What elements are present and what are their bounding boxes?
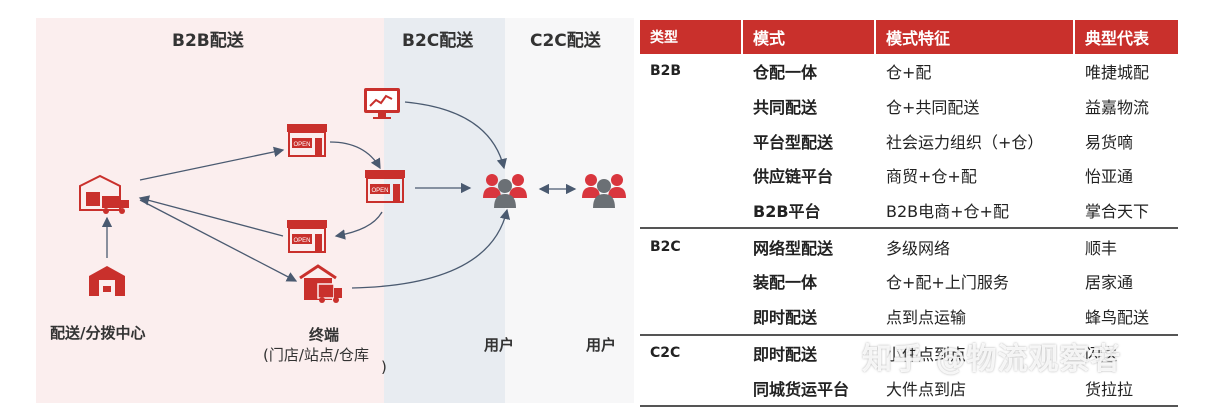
arrow-monitor-user [404,101,507,170]
cell-rep: 益嘉物流 [1085,98,1150,118]
cell-mode: 网络型配送 [753,238,834,258]
store-icon: OPEN [287,124,327,157]
b2c-panel [384,18,505,403]
table-row: B2B 仓配一体 仓+配 唯捷城配 [640,54,1178,89]
flow-diagram: OPEN OPEN OPEN [79,88,626,303]
arrow-truck-user [351,208,511,289]
table-header: 类型 模式 模式特征 典型代表 [640,20,1178,54]
c2c-title: C2C配送 [530,31,601,51]
logistics-mode-table: 类型 模式 模式特征 典型代表 B2B 仓配一体 仓+配 唯捷城配共同配送 仓+共同配送… [640,20,1178,407]
cell-rep: 易货嘀 [1085,132,1134,152]
cell-type: B2C [650,238,681,255]
cell-rep: 唯捷城配 [1085,63,1150,83]
monitor-icon [364,88,400,119]
store-sign: OPEN [293,238,310,244]
cell-rep: 蜂鸟配送 [1085,308,1150,328]
store-icon: OPEN [287,220,327,253]
cell-feature: 大件点到店 [886,379,967,399]
users-icon [582,174,626,208]
cell-feature: 多级网络 [886,238,951,258]
arrow-store2-store3 [334,211,383,240]
cell-rep: 居家通 [1085,273,1134,293]
warehouse-truck-icon [79,174,129,214]
users-icon [483,174,527,208]
header-rep: 典型代表 [1085,29,1150,48]
cell-mode: 装配一体 [753,273,818,293]
c2c-panel [505,18,634,403]
table-row: B2B平台 B2B电商+仓+配 掌合天下 [640,193,1178,228]
cell-feature: 仓+共同配送 [886,98,980,118]
cell-rep: 怡亚通 [1085,167,1134,187]
cell-mode: 即时配送 [753,344,818,364]
table-row: 即时配送 点到点运输 蜂鸟配送 [640,299,1178,334]
arrow-store1-store2 [329,141,381,170]
header-type: 类型 [640,20,743,54]
cell-feature: 仓+配 [886,63,932,83]
dc-label: 配送/分拨中心 [50,324,146,342]
arrow-dc-store1 [139,146,285,181]
arrow-dc-warehouse [139,199,298,282]
cell-rep: 掌合天下 [1085,202,1150,222]
cell-mode: 仓配一体 [753,63,818,83]
cell-mode: 共同配送 [753,98,818,118]
store-sign: OPEN [371,188,388,194]
terminal-sub-close: ) [381,358,387,376]
b2b-title: B2B配送 [172,31,244,51]
cell-feature: 仓+配+上门服务 [886,273,1009,293]
header-feature: 模式特征 [876,20,1075,54]
table-row: 供应链平台 商贸+仓+配 怡亚通 [640,158,1178,193]
cell-mode: 供应链平台 [753,167,834,187]
cell-feature: B2B电商+仓+配 [886,202,1009,222]
cell-feature: 商贸+仓+配 [886,167,977,187]
cell-type: B2B [650,63,682,80]
header-mode: 模式 [743,20,876,54]
cell-feature: 小件点到点 [886,344,967,364]
flow-arrows [101,101,577,289]
terminal-sub-label: (门店/站点/仓库 [263,346,369,364]
table-row: C2C 即时配送 小件点到点 闪送 [640,333,1178,371]
cell-rep: 闪送 [1085,344,1118,364]
cell-mode: B2B平台 [753,202,821,222]
warehouse-truck-icon [299,264,342,303]
user-label-c2c: 用户 [586,336,617,354]
cell-rep: 顺丰 [1085,238,1118,258]
cell-mode: 平台型配送 [753,132,834,152]
table-row: 平台型配送 社会运力组织（+仓） 易货嘀 [640,123,1178,158]
cell-mode: 即时配送 [753,308,818,328]
cell-feature: 社会运力组织（+仓） [886,132,1044,152]
cell-type: C2C [650,344,681,361]
table-row: 装配一体 仓+配+上门服务 居家通 [640,264,1178,299]
terminal-label: 终端 [309,326,340,344]
table-row: 共同配送 仓+共同配送 益嘉物流 [640,89,1178,124]
arrow-dc-store3 [138,195,284,237]
b2c-title: B2C配送 [402,31,474,51]
store-icon: OPEN [365,170,405,203]
store-sign: OPEN [293,142,310,148]
cell-mode: 同城货运平台 [753,379,850,399]
user-label-b2c: 用户 [484,336,515,354]
watermark: 知乎 @物流观察者 [862,342,1122,377]
cell-rep: 货拉拉 [1085,379,1134,399]
warehouse-icon [89,266,125,296]
table-row: B2C 网络型配送 多级网络 顺丰 [640,227,1178,264]
cell-feature: 点到点运输 [886,308,967,328]
